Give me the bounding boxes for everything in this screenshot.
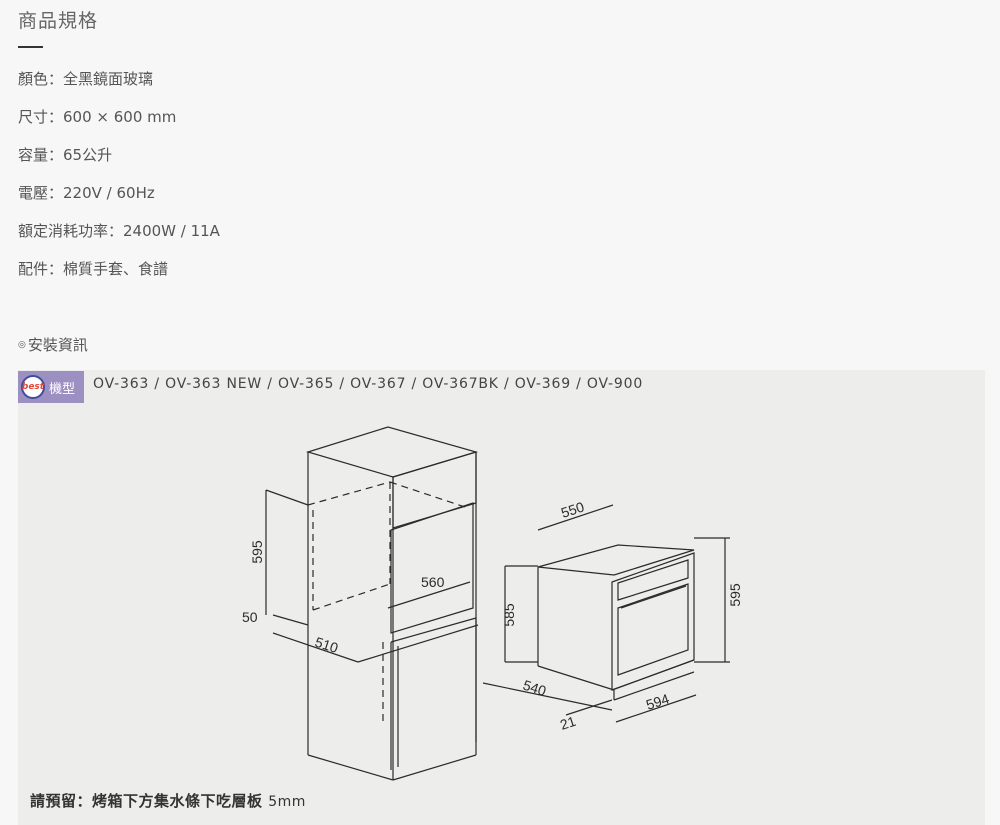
spec-list: 顏色：全黑鏡面玻璃 尺寸：600 × 600 mm 容量：65公升 電壓：220… (18, 66, 220, 294)
badge-label: 機型 (49, 381, 76, 397)
spec-accessories: 配件：棉質手套、食譜 (18, 260, 169, 278)
dim-cabinet-depth: 510 (313, 634, 340, 657)
dim-cabinet-height: 595 (249, 540, 265, 564)
model-badge: best 機型 (18, 371, 84, 403)
dim-cabinet-width: 560 (421, 574, 445, 590)
installation-diagram: best 機型 OV-363 / OV-363 NEW / OV-365 / O… (18, 370, 985, 825)
section-title: 商品規格 (18, 10, 99, 32)
dim-oven-depth: 540 (521, 677, 548, 700)
dim-oven-height: 585 (501, 603, 517, 627)
install-note: 請預留：烤箱下方集水條下吃層板 5mm (30, 790, 306, 811)
title-divider (18, 46, 43, 48)
spec-voltage: 電壓：220V / 60Hz (18, 184, 155, 202)
oven-outline (537, 544, 695, 701)
dim-cabinet-left-gap: 50 (242, 609, 258, 625)
cabinet-outline (305, 426, 479, 781)
install-heading-text: 安裝資訊 (27, 336, 88, 354)
model-list: OV-363 / OV-363 NEW / OV-365 / OV-367 / … (93, 376, 644, 392)
dim-oven-front-width: 594 (644, 690, 671, 713)
cabinet-hidden-lines (307, 481, 469, 725)
install-heading: ◎安裝資訊 (18, 334, 88, 355)
install-note-unit: 5mm (268, 794, 306, 810)
spec-size: 尺寸：600 × 600 mm (18, 108, 177, 126)
spec-color: 顏色：全黑鏡面玻璃 (18, 70, 154, 88)
spec-capacity: 容量：65公升 (18, 146, 113, 164)
dim-oven-front-depth: 21 (558, 713, 578, 733)
cabinet-dimension-lines (265, 489, 479, 663)
install-note-text: 請預留：烤箱下方集水條下吃層板 (30, 792, 269, 810)
brand-logo: best (21, 375, 45, 399)
spec-power: 額定消耗功率：2400W / 11A (18, 222, 220, 240)
dim-oven-front-height: 595 (727, 583, 743, 607)
dim-oven-width: 550 (559, 498, 586, 521)
bullet-icon: ◎ (18, 340, 26, 350)
dimension-drawing: 595 50 510 560 550 585 595 540 21 594 (242, 426, 743, 781)
oven-dimension-lines (482, 504, 730, 723)
